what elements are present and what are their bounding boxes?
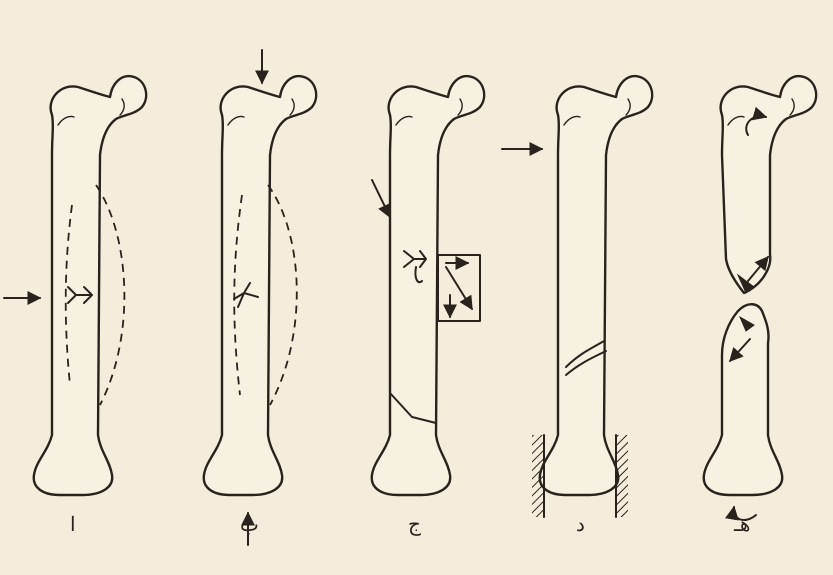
panel-label: ب: [240, 512, 259, 536]
panel-label: ا: [70, 512, 76, 536]
panel-label: ج: [408, 512, 421, 536]
hatched-wall-icon: [532, 435, 544, 517]
panel-label: هـ: [733, 512, 750, 536]
panel-label: د: [576, 512, 585, 536]
hatched-wall-icon: [616, 435, 628, 517]
